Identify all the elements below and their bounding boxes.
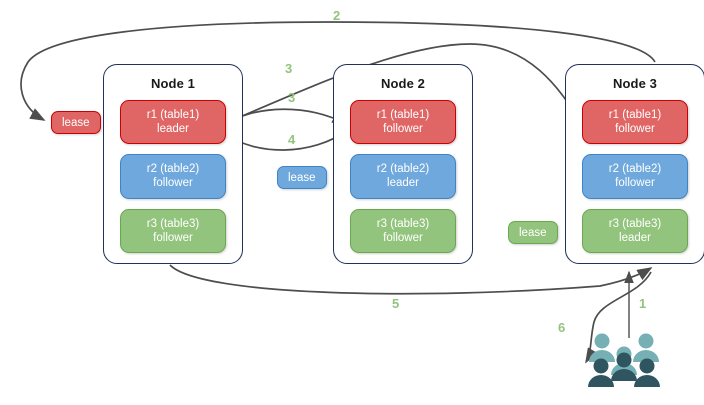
edge-4-path (224, 129, 349, 151)
edge-label-6: 6 (558, 320, 566, 335)
node-3-title: Node 3 (613, 76, 657, 91)
node-2-replica-r2-range: r2 (table2) (376, 163, 430, 176)
node-3-replica-r1[interactable]: r1 (table1) follower (582, 100, 688, 145)
node-1-title: Node 1 (151, 76, 195, 91)
node-2-replica-r3-role: follower (383, 231, 423, 244)
node-1-replica-r2[interactable]: r2 (table2) follower (120, 154, 226, 199)
edge-label-2: 2 (333, 8, 341, 23)
edge-label-5: 5 (392, 296, 400, 311)
node-2-replica-r1-role: follower (383, 123, 423, 136)
node-3-replica-r3[interactable]: r3 (table3) leader (582, 208, 688, 253)
node-3-replica-r1-range: r1 (table1) (608, 109, 662, 122)
lease-badge-r3[interactable]: lease (508, 221, 558, 244)
node-3-container[interactable]: Node 3 r1 (table1) follower r2 (table2) … (565, 64, 704, 264)
node-2-replica-r1[interactable]: r1 (table1) follower (350, 100, 456, 145)
node-1-replica-r3-range: r3 (table3) (146, 217, 200, 230)
node-3-replica-r2-range: r2 (table2) (608, 163, 662, 176)
node-2-replica-r1-range: r1 (table1) (376, 109, 430, 122)
node-2-replica-r2[interactable]: r2 (table2) leader (350, 154, 456, 199)
edge-5-path (169, 264, 653, 295)
node-2-replica-r3[interactable]: r3 (table3) follower (350, 208, 456, 253)
users-icon[interactable] (586, 332, 662, 390)
node-1-replica-r3[interactable]: r3 (table3) follower (120, 208, 226, 253)
lease-badge-r1[interactable]: lease (51, 111, 101, 134)
users-icon-front-row (588, 352, 660, 387)
node-3-replica-r3-role: leader (619, 231, 651, 244)
edge-label-4: 4 (288, 132, 296, 147)
edge-label-1: 1 (639, 296, 647, 311)
node-2-replica-r3-range: r3 (table3) (376, 217, 430, 230)
edge-label-3a: 3 (285, 61, 293, 76)
node-1-container[interactable]: Node 1 r1 (table1) leader r2 (table2) fo… (103, 64, 243, 264)
edge-label-3b: 3 (288, 90, 296, 105)
node-3-replica-r1-role: follower (615, 123, 655, 136)
node-1-replica-r2-role: follower (153, 177, 193, 190)
node-3-replica-r3-range: r3 (table3) (608, 217, 662, 230)
node-1-replica-r1-range: r1 (table1) (146, 109, 200, 122)
node-1-replica-r1[interactable]: r1 (table1) leader (120, 100, 226, 145)
node-2-container[interactable]: Node 2 r1 (table1) follower r2 (table2) … (333, 64, 473, 264)
node-1-replica-r1-role: leader (157, 123, 189, 136)
node-1-replica-r2-range: r2 (table2) (146, 163, 200, 176)
node-2-title: Node 2 (381, 76, 425, 91)
node-3-replica-r2-role: follower (615, 177, 655, 190)
lease-badge-r2[interactable]: lease (277, 166, 327, 189)
node-1-replica-r3-role: follower (153, 231, 193, 244)
node-2-replica-r2-role: leader (387, 177, 419, 190)
node-3-replica-r2[interactable]: r2 (table2) follower (582, 154, 688, 199)
